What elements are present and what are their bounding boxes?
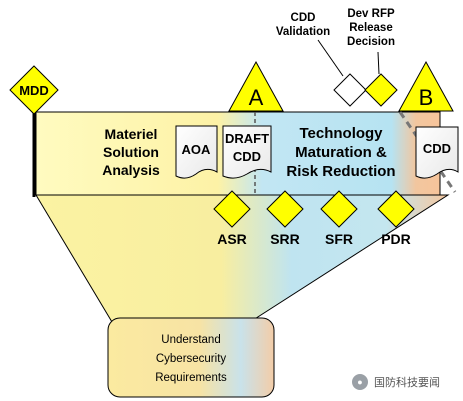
svg-text:Understand: Understand [161,334,220,346]
draft-cdd-document[interactable]: DRAFT CDD [222,125,272,179]
svg-text:SRR: SRR [270,231,300,247]
dev-rfp-diamond[interactable] [364,73,398,107]
aoa-document[interactable]: AOA [175,125,218,179]
svg-text:Requirements: Requirements [155,372,227,384]
milestone-mdd[interactable]: MDD [9,65,59,115]
svg-text:ASR: ASR [217,231,247,247]
svg-text:Technology: Technology [299,125,383,142]
milestone-a[interactable]: A [228,60,284,112]
svg-text:Release: Release [349,22,392,34]
cdd-validation-label: CDD Validation [276,12,330,38]
svg-text:CDD: CDD [233,149,261,164]
milestone-b[interactable]: B [398,60,454,112]
watermark: ● 国防科技要闻 [352,372,458,392]
review-srr[interactable]: SRR [266,190,304,247]
svg-text:Solution: Solution [103,144,159,160]
svg-text:SFR: SFR [325,231,353,247]
wechat-icon: ● [352,374,368,390]
svg-text:Cybersecurity: Cybersecurity [156,353,227,365]
svg-text:Decision: Decision [347,36,395,48]
svg-text:Materiel: Materiel [105,126,158,142]
svg-text:PDR: PDR [381,231,411,247]
phase-tmrr-title: Technology Maturation & Risk Reduction [286,125,395,180]
review-asr[interactable]: ASR [213,190,251,247]
cdd-validation-pointer [317,39,344,77]
svg-text:CDD: CDD [291,12,316,24]
svg-text:AOA: AOA [182,142,212,157]
svg-text:Validation: Validation [276,26,330,38]
svg-text:DRAFT: DRAFT [225,131,269,146]
svg-text:Analysis: Analysis [102,162,160,178]
dev-rfp-pointer [377,51,380,75]
review-sfr[interactable]: SFR [320,190,358,247]
svg-text:Maturation &: Maturation & [295,144,387,161]
cybersecurity-box[interactable]: Understand Cybersecurity Requirements [107,317,275,398]
cdd-document[interactable]: CDD [415,126,459,179]
svg-text:Risk Reduction: Risk Reduction [286,163,395,180]
svg-text:MDD: MDD [19,83,49,98]
dev-rfp-label: Dev RFP Release Decision [347,8,395,48]
watermark-text: 国防科技要闻 [374,377,440,389]
cdd-validation-diamond[interactable] [333,73,367,107]
svg-text:CDD: CDD [423,141,451,156]
phase-msa-title: Materiel Solution Analysis [102,126,160,178]
review-pdr[interactable]: PDR [377,190,415,247]
svg-text:A: A [249,85,264,110]
svg-text:Dev RFP: Dev RFP [347,8,395,20]
svg-text:B: B [419,85,434,110]
